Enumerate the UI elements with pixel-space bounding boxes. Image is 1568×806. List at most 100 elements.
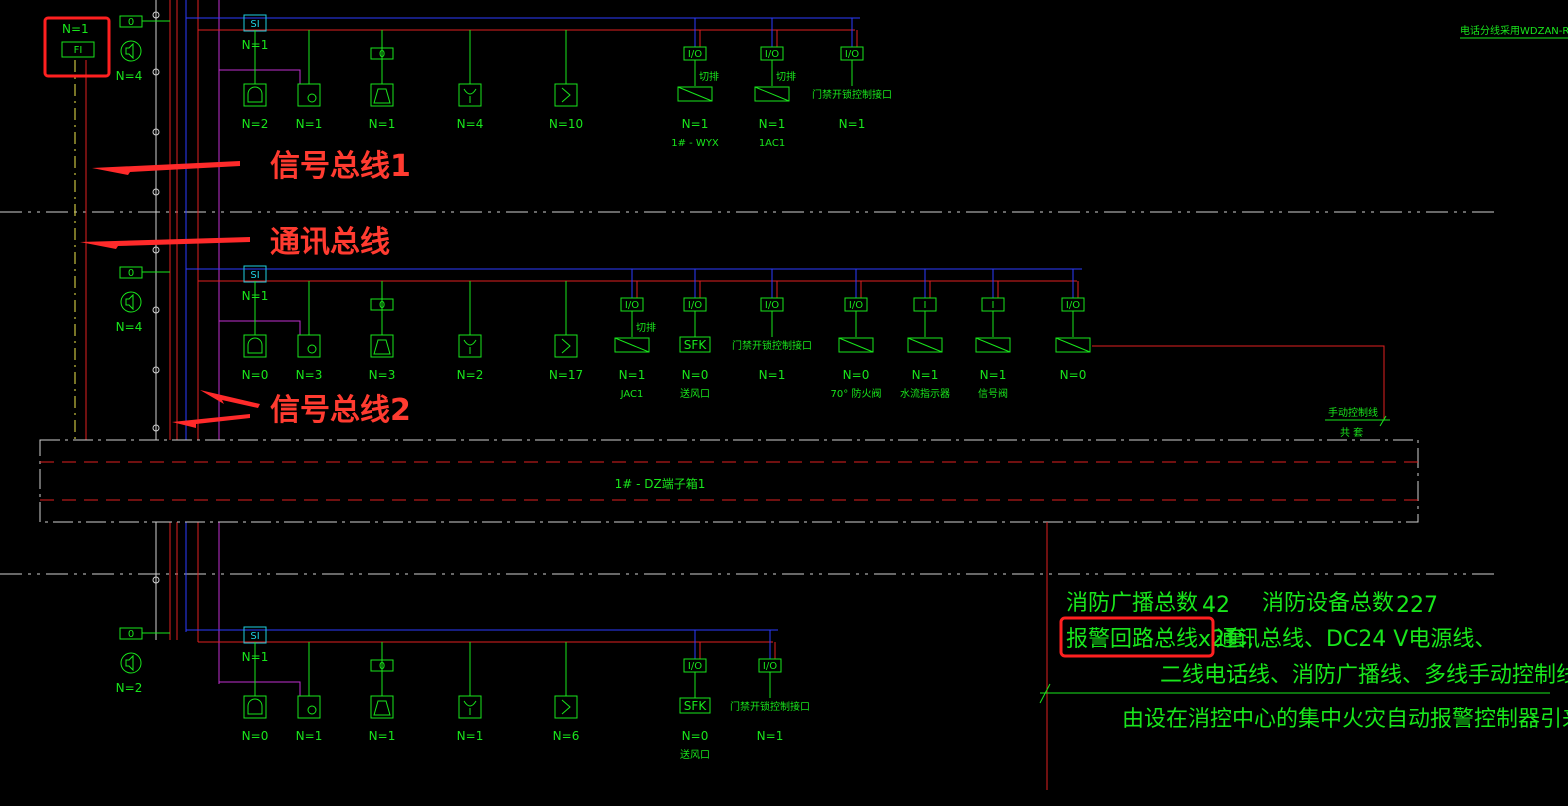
sounder-glyph <box>561 699 571 715</box>
speaker-icon <box>120 291 142 313</box>
control-device-glyph <box>614 337 650 353</box>
smoke-detector-glyph <box>247 337 263 354</box>
device-count: N=1 <box>369 729 396 743</box>
bus-loop-markers <box>152 11 160 584</box>
device-name: 1AC1 <box>759 138 785 149</box>
manual-detector-icon <box>370 695 394 719</box>
io-module-label: I/O <box>845 49 859 60</box>
device-count: N=1 <box>296 117 323 131</box>
device-count: N=0 <box>682 368 709 382</box>
speaker-icon-glyph <box>125 42 134 60</box>
speaker-module-label: 0 <box>128 629 134 640</box>
device-name: 70° 防火阀 <box>831 387 882 400</box>
io-module-label: I/O <box>688 49 702 60</box>
sounder-detector-icon <box>554 83 578 107</box>
control-device-icon <box>975 337 1011 353</box>
manual-module-label: 0 <box>379 49 385 60</box>
top-right-note: 电话分线采用WDZAN-RVS-2X <box>1460 24 1568 37</box>
io-module-label: I/O <box>625 300 639 311</box>
io-module-label: I/O <box>1066 300 1080 311</box>
manual-module-label: 0 <box>379 300 385 311</box>
speaker-icon <box>120 40 142 62</box>
annotation-arrows <box>80 161 260 428</box>
device-count: N=1 <box>759 117 786 131</box>
device-count: N=2 <box>242 117 269 131</box>
io-module-label: I/O <box>765 49 779 60</box>
signal-bus-2-annotation: 信号总线2 <box>270 393 411 428</box>
signal-bus-1-annotation: 信号总线1 <box>270 149 411 184</box>
terminal-box-label: 1# - DZ端子箱1 <box>615 476 706 491</box>
device-count: N=1 <box>839 117 866 131</box>
device-count: N=6 <box>553 729 580 743</box>
hydrant-detector-icon <box>458 695 482 719</box>
device-count: N=0 <box>682 729 709 743</box>
magenta-branch <box>219 320 301 335</box>
device-count: N=2 <box>457 368 484 382</box>
heat-detector-glyph <box>307 93 317 103</box>
alarm-bus-highlight-frame <box>1059 616 1215 658</box>
manual-call-glyph <box>373 88 391 104</box>
sfk-box <box>679 697 711 714</box>
device-name: 送风口 <box>680 748 710 761</box>
control-device-icon <box>838 337 874 353</box>
device-total-label: 消防设备总数 <box>1262 591 1394 616</box>
device-count: N=1 <box>619 368 646 382</box>
speaker-icon-glyph <box>125 293 134 311</box>
manual-detector-icon <box>370 83 394 107</box>
sfk-box <box>679 336 711 353</box>
sounder-detector-icon <box>554 695 578 719</box>
summary-line1-rest: 通讯总线、DC24 V电源线、 <box>1216 627 1496 652</box>
manual-control-line <box>1092 345 1385 420</box>
comm-bus-annotation: 通讯总线 <box>270 225 390 260</box>
manual-module-box <box>370 47 394 60</box>
sounder-detector-icon <box>554 334 578 358</box>
smoke-detector-icon <box>243 83 267 107</box>
speaker-count: N=2 <box>116 681 143 695</box>
smoke-detector-glyph <box>247 698 263 715</box>
io-module-label: I <box>992 300 995 311</box>
manual-control-tick <box>1379 415 1387 427</box>
device-count: N=0 <box>242 368 269 382</box>
device-count: N=0 <box>843 368 870 382</box>
device-count: N=1 <box>759 368 786 382</box>
speaker-module-label: 0 <box>128 17 134 28</box>
sfk-label: SFK <box>684 338 708 352</box>
manual-control-label: 手动控制线 <box>1328 406 1378 419</box>
speaker-module-label: 0 <box>128 268 134 279</box>
control-device-icon <box>907 337 943 353</box>
heat-detector-icon <box>297 334 321 358</box>
access-control-interface-label: 门禁开锁控制接口 <box>732 339 812 352</box>
fi-count: N=1 <box>62 22 89 36</box>
manual-control-share: 共 套 <box>1340 426 1363 439</box>
summary-line3: 由设在消控中心的集中火灾自动报警控制器引来 <box>1122 707 1568 732</box>
heat-detector-glyph <box>307 705 317 715</box>
manual-module-box <box>370 659 394 672</box>
broadcast-total-value: 42 <box>1202 593 1230 618</box>
terminal-box <box>39 439 1419 523</box>
control-device-glyph <box>975 337 1011 353</box>
smoke-detector-glyph <box>247 86 263 103</box>
device-total-value: 227 <box>1396 593 1438 618</box>
cut-off-tag: 切排 <box>699 70 719 83</box>
device-count: N=1 <box>912 368 939 382</box>
speaker-icon-glyph <box>125 654 134 672</box>
device-name: JAC1 <box>620 389 644 400</box>
hydrant-detector-icon <box>458 83 482 107</box>
si-module-label: SI <box>250 270 259 281</box>
control-device-glyph <box>1055 337 1091 353</box>
device-count: N=1 <box>980 368 1007 382</box>
cut-off-tag: 切排 <box>636 321 656 334</box>
broadcast-total-label: 消防广播总数 <box>1066 591 1198 616</box>
speaker-icon <box>120 652 142 674</box>
device-count: N=17 <box>549 368 583 382</box>
control-device-glyph <box>677 86 713 102</box>
device-count: N=1 <box>457 729 484 743</box>
device-count: N=10 <box>549 117 583 131</box>
io-module-label: I/O <box>763 661 777 672</box>
device-count: N=3 <box>369 368 396 382</box>
device-count: N=1 <box>682 117 709 131</box>
